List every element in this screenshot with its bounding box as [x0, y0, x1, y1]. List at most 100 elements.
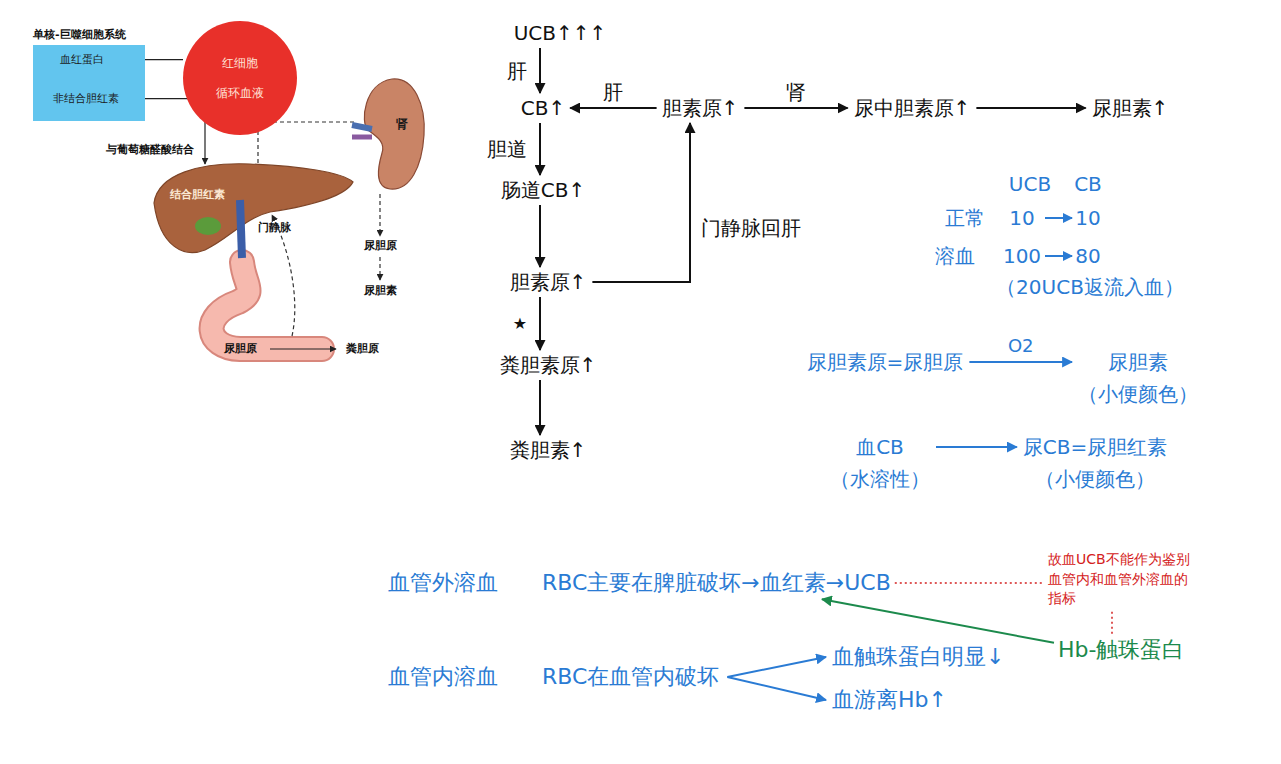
note-text: 尿胆素（小便颜色）	[1078, 350, 1198, 406]
kidney-organ-outline	[352, 75, 427, 193]
table-row-name: 正常	[945, 206, 985, 230]
node-text: 尿中胆素原↑	[854, 96, 971, 120]
node-text: 粪胆素原↑	[500, 353, 597, 377]
node-text: 血红蛋白	[60, 53, 104, 66]
node-text: 血触珠蛋白明显↓	[832, 644, 1004, 670]
flow-text: 胆素原↑	[510, 270, 587, 294]
connector	[539, 205, 541, 267]
note-text: （20UCB返流入血）	[996, 275, 1184, 299]
rbc-circle: 红细胞循环血液	[182, 20, 298, 136]
red-note: 故血UCB不能作为鉴别血管内和血管外溶血的指标	[1048, 550, 1200, 609]
connector	[570, 107, 656, 109]
table-header: CB	[1074, 172, 1102, 196]
node-text: 血游离Hb↑	[832, 687, 947, 713]
dashed-path	[379, 257, 380, 280]
node-text: 尿胆素	[1108, 350, 1168, 374]
renal-vessel	[352, 125, 372, 129]
rbc-circle-outline	[182, 20, 298, 136]
node-text: 尿胆素原=尿胆原	[807, 350, 964, 374]
connector	[539, 123, 541, 175]
flow-text: 尿胆素↑	[1092, 96, 1169, 120]
node-text: RBC在血管内破坏	[542, 664, 719, 690]
connector	[592, 123, 690, 282]
edge-label: 门静脉回肝	[700, 216, 802, 240]
connector	[895, 582, 1044, 584]
illustration-label: 门静脉	[258, 221, 291, 234]
connector	[744, 107, 847, 109]
flow-text: 粪胆素原↑	[500, 353, 597, 377]
connector	[976, 107, 1085, 109]
flow-text: 粪胆素↑	[510, 438, 587, 462]
intestine	[212, 262, 322, 349]
note-text: 血CB（水溶性）	[830, 435, 930, 491]
table-cell: 10	[1009, 206, 1034, 230]
illustration-label: 粪胆原	[346, 342, 379, 355]
node-text: 肾	[396, 117, 408, 131]
node-text: 非结合胆红素	[53, 92, 119, 105]
table-row-name: 溶血	[935, 244, 975, 268]
node-text: 循环血液	[216, 86, 264, 100]
liver-organ: 结合胆红素	[150, 158, 355, 258]
liver-shape	[154, 164, 353, 253]
node-text: 血管内溶血	[388, 664, 498, 690]
connector	[727, 677, 826, 700]
connector	[539, 48, 541, 93]
node-text: 粪胆素↑	[510, 438, 587, 462]
connector	[1111, 612, 1113, 634]
kidney-shape	[364, 79, 424, 189]
flow-text: UCB↑↑↑	[514, 21, 607, 45]
connector	[936, 446, 1017, 448]
kidney-organ: 肾	[352, 75, 427, 193]
node-text: 尿胆素↑	[1092, 96, 1169, 120]
node-text: （小便颜色）	[1035, 467, 1155, 491]
illustration-label: 尿胆原	[224, 342, 257, 355]
flow-line	[270, 348, 336, 349]
illustration-label: 尿胆素	[364, 284, 397, 297]
illustration-label: 与葡萄糖醛酸结合	[106, 143, 194, 156]
node-text: 胆素原↑	[662, 96, 739, 120]
box-text: 非结合胆红素	[53, 92, 119, 105]
note-text: 尿胆素原=尿胆原	[807, 350, 964, 374]
edge-label: O2	[1007, 335, 1035, 357]
note-text: 尿CB=尿胆红素 （小便颜色）	[1023, 435, 1167, 491]
edge-label: 肝	[506, 59, 528, 83]
table-cell: 100	[1003, 244, 1041, 268]
flow-text: 胆素原↑	[662, 96, 739, 120]
table-header: UCB	[1009, 172, 1051, 196]
connector	[539, 380, 541, 435]
flow-text: 肠道CB↑	[501, 178, 585, 202]
node-text: 尿CB=尿胆红素	[1023, 435, 1167, 459]
hemolysis-text: 血游离Hb↑	[832, 687, 947, 713]
system-box: 血红蛋白非结合胆红素单核-巨噬细胞系统	[33, 45, 145, 121]
node-text: 结合胆红素	[170, 188, 225, 201]
intestine-outline	[212, 262, 322, 349]
connector	[727, 657, 826, 677]
box-text: 血红蛋白	[60, 53, 104, 66]
illustration-label: 尿胆原	[364, 239, 397, 252]
note-arrow	[1045, 255, 1072, 257]
node-text: 故血UCB不能作为鉴别血管内和血管外溶血的指标	[1048, 550, 1200, 609]
haptoglobin-text: Hb-触珠蛋白	[1058, 637, 1184, 663]
table-cell: 80	[1075, 244, 1100, 268]
connector	[969, 361, 1072, 363]
hemolysis-text: 血管外溶血RBC主要在脾脏破坏→血红素→UCB	[388, 570, 891, 596]
node-text: 单核-巨噬细胞系统	[33, 28, 126, 41]
node-text: 肠道CB↑	[501, 178, 585, 202]
portal-vein	[240, 200, 242, 258]
node-text: 血管外溶血	[388, 570, 498, 596]
dashed-path	[258, 122, 356, 170]
node-text: CB↑	[521, 96, 565, 120]
edge-label: 肾	[785, 80, 807, 104]
node-text: 胆素原↑	[510, 270, 587, 294]
flow-text: 尿中胆素原↑	[854, 96, 971, 120]
node-text: Hb-触珠蛋白	[1058, 637, 1184, 663]
hemolysis-text: 血管内溶血 RBC在血管内破坏	[388, 664, 719, 690]
dashed-path	[379, 194, 380, 236]
note-arrow	[1045, 217, 1072, 219]
connector	[822, 599, 1054, 643]
edge-label: 肝	[602, 80, 624, 104]
gallbladder	[195, 217, 221, 235]
connector	[539, 297, 541, 350]
node-text: （水溶性）	[830, 467, 930, 491]
